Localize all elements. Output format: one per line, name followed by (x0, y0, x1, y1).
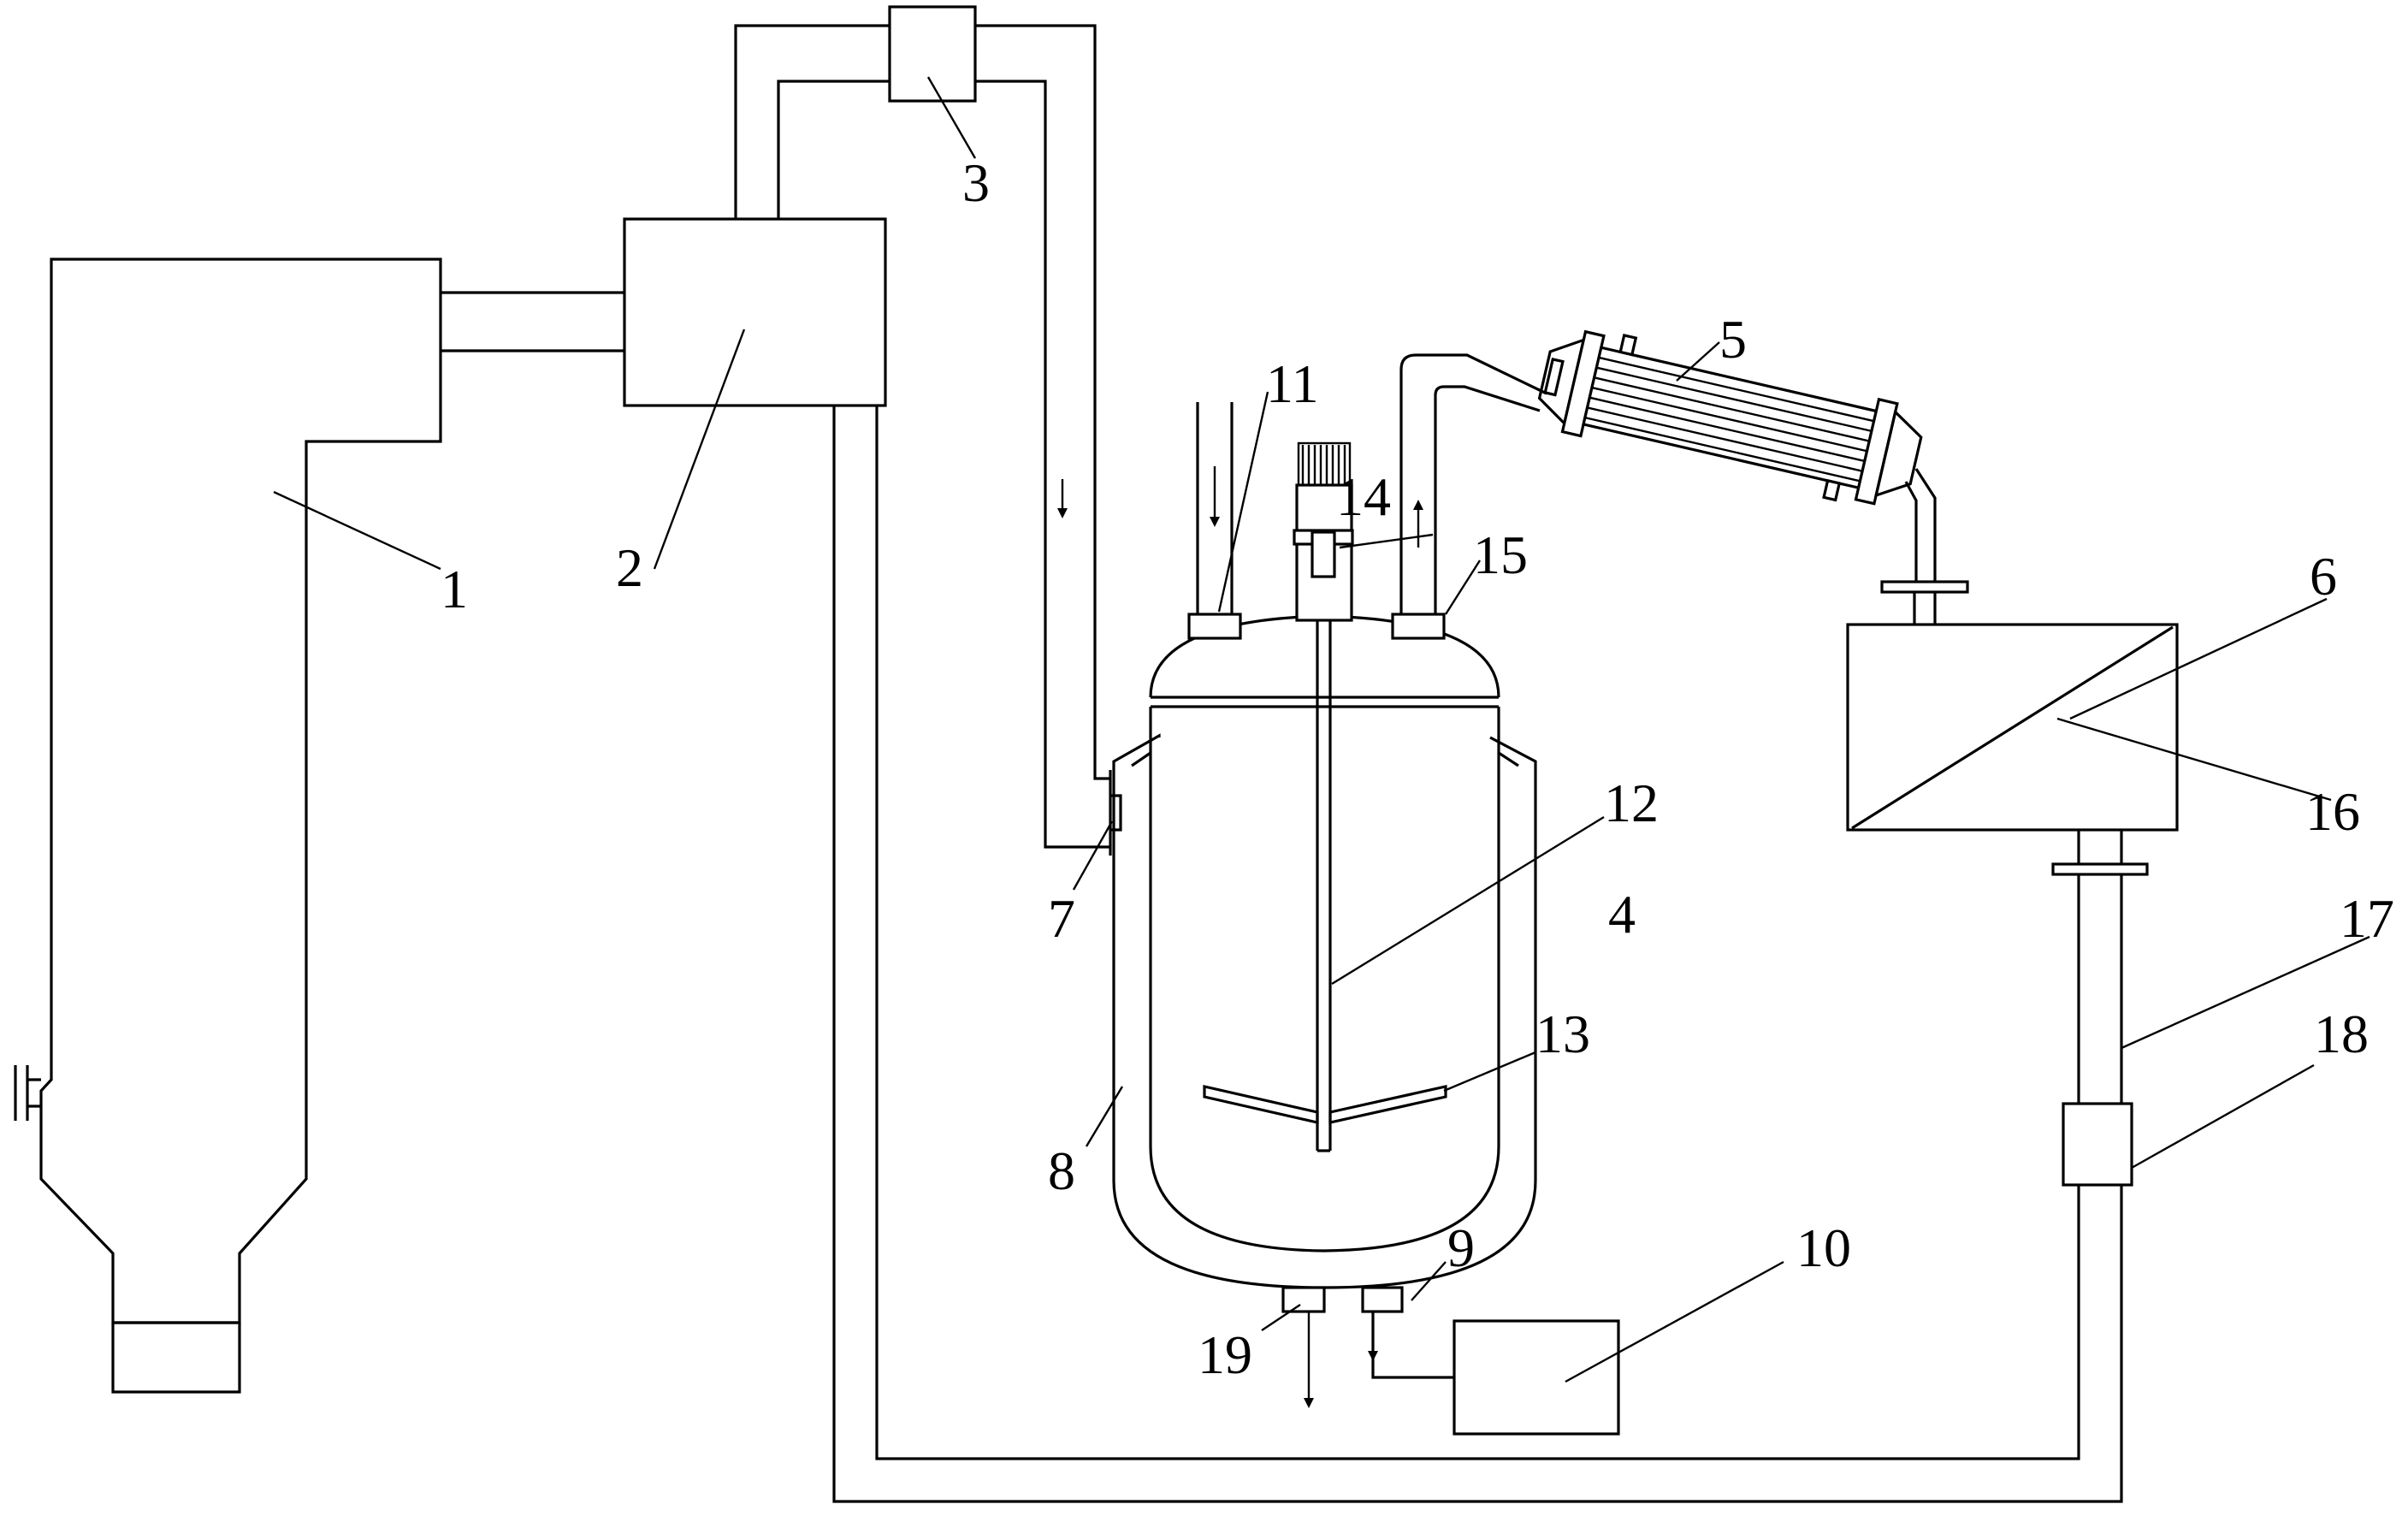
label-9: 9 (1447, 1217, 1475, 1278)
return-pipe (832, 406, 2123, 1503)
label-1: 1 (441, 559, 468, 619)
duct-1-2 (441, 291, 624, 352)
unit-1-vessel (14, 258, 442, 1394)
label-5: 5 (1719, 309, 1747, 370)
label-15: 15 (1473, 524, 1528, 585)
label-7: 7 (1048, 888, 1075, 949)
label-13: 13 (1535, 1004, 1590, 1064)
label-10: 10 (1796, 1217, 1851, 1278)
label-16: 16 (2305, 781, 2360, 842)
vapor-line-15 (1391, 353, 1547, 640)
agitator (1203, 441, 1447, 1152)
pipe-17 (2051, 830, 2149, 1104)
label-6: 6 (2310, 546, 2337, 607)
unit-6-separator (1846, 623, 2179, 832)
feed-inlet-11 (1187, 402, 1242, 640)
label-14: 14 (1336, 466, 1391, 527)
label-18: 18 (2314, 1004, 2369, 1064)
condenser-5 (1537, 329, 1923, 506)
label-3: 3 (962, 152, 990, 213)
label-17: 17 (2340, 888, 2394, 949)
label-11: 11 (1266, 353, 1319, 414)
label-12: 12 (1604, 773, 1659, 833)
unit-18-valve (2062, 1102, 2133, 1187)
label-8: 8 (1048, 1140, 1075, 1201)
leader-lines (273, 76, 2370, 1383)
unit-3-valve (888, 5, 977, 103)
jacket-inlet-7 (1109, 770, 1122, 856)
labels: 1 2 3 11 14 15 5 6 16 12 4 7 13 8 9 10 1… (441, 152, 2394, 1385)
label-4: 4 (1608, 884, 1636, 945)
label-2: 2 (616, 537, 643, 598)
jacket-outlet-9 (1361, 1286, 1454, 1379)
reactor-4 (1112, 614, 1537, 1289)
condensate-line (1880, 468, 1969, 625)
bottom-outlet-19 (1281, 1286, 1326, 1408)
unit-2-box (623, 217, 887, 407)
unit-10-box (1452, 1319, 1620, 1436)
label-19: 19 (1198, 1324, 1252, 1385)
pipe-2-3-7 (734, 24, 1110, 849)
